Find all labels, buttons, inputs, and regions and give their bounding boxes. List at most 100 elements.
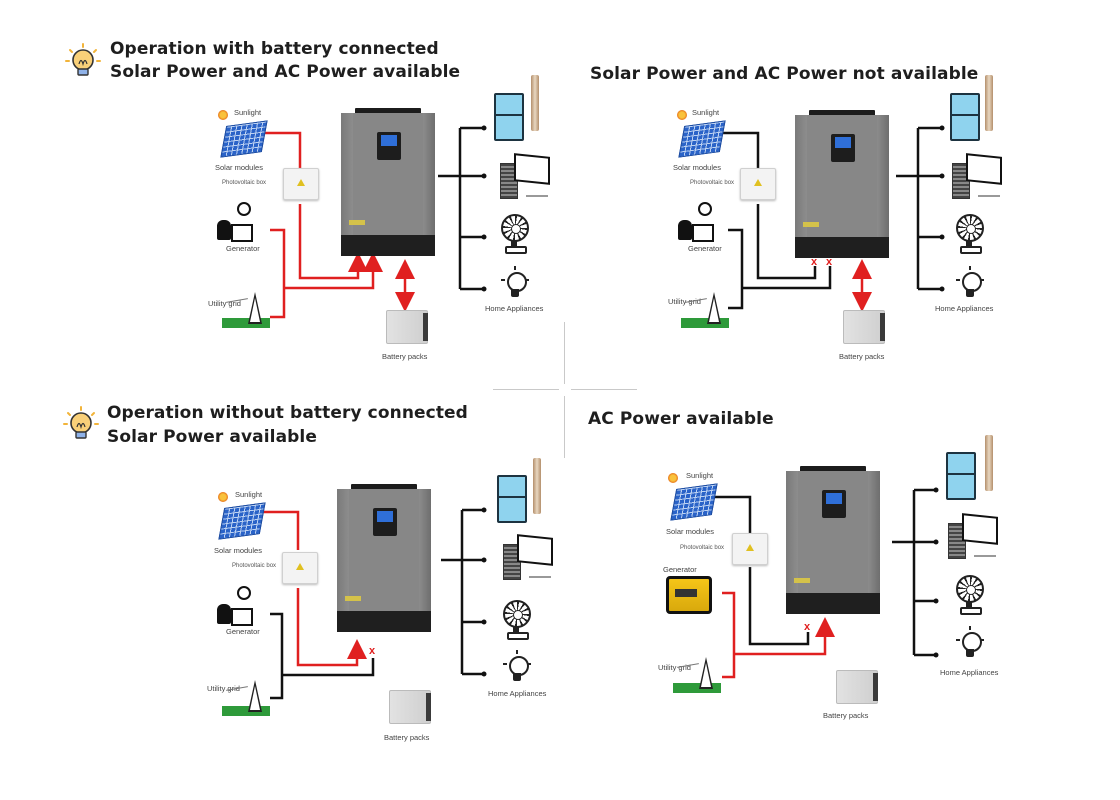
water-pump-icon [985,75,993,131]
junction-box-icon [732,533,768,565]
fan-icon [955,575,985,615]
q1-home-appliances-label: Home Appliances [485,304,544,313]
q3-solar-flow [258,510,300,550]
sun-icon [677,110,687,120]
computer-icon [503,534,555,580]
refrigerator-icon [494,93,524,141]
solar-panel-icon [218,502,266,540]
refrigerator-icon [497,475,527,523]
q2-generator-wire [728,228,744,310]
q3-pv-box-label: Photovoltaic box [232,563,277,569]
q2-ac-blocked-marker: x [826,256,833,268]
q4-solar-wire [710,495,752,535]
q2-title: Solar Power and AC Power not available [590,64,979,84]
divider-vertical-top [564,322,565,384]
light-bulb-icon [500,266,530,304]
q3-ac-to-inverter [282,658,375,677]
hybrid-inverter-icon [341,108,435,256]
q2-ac-to-inverter [742,266,832,290]
refrigerator-icon [950,93,980,141]
solar-panel-icon [220,120,268,158]
q2-home-appliances-label: Home Appliances [935,304,994,313]
sun-icon [218,492,228,502]
q1-generator-label: Generator [226,244,260,253]
computer-icon [952,153,1004,199]
lightbulb-idea-icon [64,42,102,80]
q1-sunlight-label: Sunlight [234,108,262,117]
water-pump-icon [985,435,993,491]
computer-icon [948,513,1000,559]
junction-box-icon [282,552,318,584]
q1-solar-modules-label: Solar modules [215,163,263,172]
water-pump-icon [531,75,539,131]
power-tower-icon [681,290,729,328]
q4-generator-flow [722,591,736,679]
junction-box-icon [740,168,776,200]
q1-title-line1: Operation with battery connected [110,39,439,59]
fan-icon [500,214,530,254]
solar-panel-icon [670,483,718,521]
q4-pv-box-label: Photovoltaic box [680,545,725,551]
q2-generator-label: Generator [688,244,722,253]
q3-utility-grid-label: Utility grid [207,684,240,693]
q3-title-line1: Operation without battery connected [107,403,468,423]
generator-icon [666,576,712,614]
q2-sunlight-label: Sunlight [692,108,720,117]
refrigerator-icon [946,452,976,500]
hybrid-inverter-icon [795,110,889,258]
q1-title-line2: Solar Power and AC Power available [110,62,461,82]
power-tower-icon [673,655,721,693]
q3-battery-label: Battery packs [384,733,430,742]
q3-ac-blocked-marker: x [369,645,376,657]
water-pump-icon [533,458,541,514]
q3-solar-modules-label: Solar modules [214,546,262,555]
divider-vertical-bottom [564,396,565,458]
generator-icon [217,586,255,626]
q4-solar-blocked-marker: x [804,621,811,633]
generator-icon [217,202,255,242]
divider-horizontal-left [493,389,559,390]
q4-battery-label: Battery packs [823,711,869,720]
q2-pv-box-label: Photovoltaic box [690,180,735,186]
q4-title: AC Power available [588,409,774,429]
q4-generator-label: Generator [663,565,697,574]
q2-solar-blocked-marker: x [811,256,818,268]
q2-utility-grid-label: Utility grid [668,297,701,306]
light-bulb-icon [502,650,532,688]
q3-home-appliances-label: Home Appliances [488,689,547,698]
light-bulb-icon [955,626,985,664]
q3-title-line2: Solar Power available [107,427,317,447]
q1-generator-flow [270,228,286,319]
q4-home-appliances-label: Home Appliances [940,668,999,677]
solar-panel-icon [678,120,726,158]
q4-utility-grid-label: Utility grid [658,663,691,672]
generator-icon [678,202,716,242]
divider-horizontal-right [571,389,637,390]
computer-icon [500,153,552,199]
q1-ac-to-inverter [284,252,383,290]
battery-pack-icon [389,690,431,724]
q2-solar-modules-label: Solar modules [673,163,721,172]
q3-generator-label: Generator [226,627,260,636]
fan-icon [502,600,532,640]
q4-ac-to-inverter [734,617,835,656]
power-tower-icon [222,678,270,716]
q3-sunlight-label: Sunlight [235,490,263,499]
fan-icon [955,214,985,254]
q3-generator-wire [270,612,284,700]
q4-solar-modules-label: Solar modules [666,527,714,536]
q2-battery-label: Battery packs [839,352,885,361]
battery-pack-icon [843,310,885,344]
light-bulb-icon [955,266,985,304]
junction-box-icon [283,168,319,200]
sun-icon [668,473,678,483]
power-tower-icon [222,290,270,328]
q1-pv-box-label: Photovoltaic box [222,180,267,186]
sun-icon [218,110,228,120]
q4-sunlight-label: Sunlight [686,471,714,480]
q1-utility-grid-label: Utility grid [208,299,241,308]
hybrid-inverter-icon [337,484,431,632]
q1-battery-label: Battery packs [382,352,428,361]
battery-pack-icon [386,310,428,344]
hybrid-inverter-icon [786,466,880,614]
